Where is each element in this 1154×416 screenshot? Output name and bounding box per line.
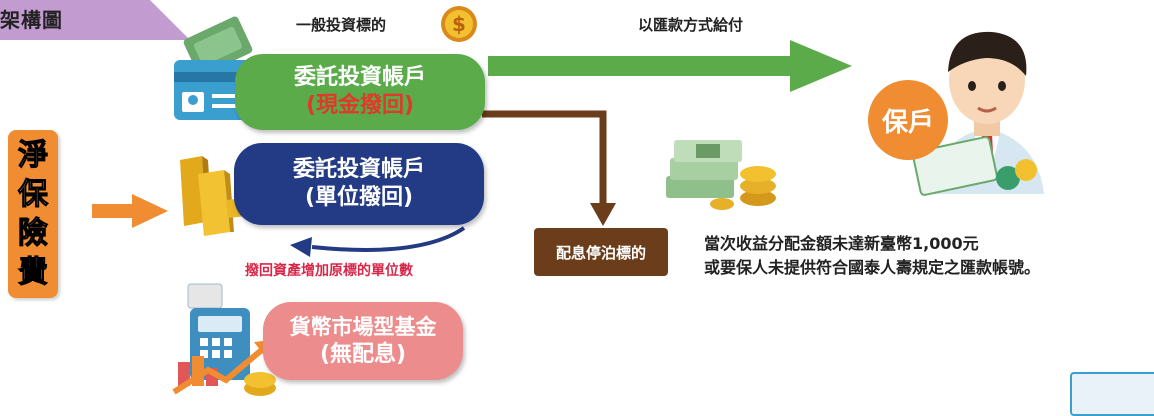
parking-target-label: 配息停泊標的 — [555, 243, 646, 262]
orange-arrow — [92, 194, 168, 228]
brown-arrow — [482, 110, 607, 205]
cash-account-subtitle: (現金撥回) — [305, 93, 415, 118]
notice-text: 當次收益分配金額未達新臺幣1,000元 或要保人未提供符合國泰人壽規定之匯款帳號… — [704, 232, 1040, 280]
money-stack-icon — [666, 140, 776, 210]
money-market-title: 貨幣市場型基金 — [289, 315, 437, 339]
notice-line-1: 當次收益分配金額未達新臺幣1,000元 — [704, 234, 979, 253]
notice-line-2: 或要保人未提供符合國泰人壽規定之匯款帳號。 — [704, 258, 1041, 277]
net-premium-char-3: 險 — [18, 215, 49, 251]
businessman-icon — [912, 31, 1044, 196]
flow-arrows — [92, 40, 852, 257]
cash-card-icon — [174, 16, 254, 120]
corner-decoration — [1070, 372, 1154, 416]
net-premium-char-4: 費 — [18, 254, 49, 290]
policyholder-label: 保戶 — [881, 107, 934, 138]
svg-text:$: $ — [452, 12, 466, 36]
policyholder-badge: 保戶 — [868, 80, 948, 160]
calculator-chart-icon — [172, 283, 276, 396]
curved-return-arrow — [311, 226, 466, 252]
parking-target-box: 配息停泊標的 — [534, 228, 668, 276]
cash-payout-account: 委託投資帳戶 (現金撥回) — [235, 54, 485, 130]
unit-account-title: 委託投資帳戶 — [292, 157, 425, 182]
unit-account-subtitle: (單位撥回) — [304, 185, 414, 210]
reinvest-note: 撥回資產增加原標的單位數 — [245, 263, 413, 279]
remit-payment-label: 以匯款方式給付 — [638, 16, 744, 34]
general-target-label: 一般投資標的 — [296, 16, 387, 34]
cash-account-title: 委託投資帳戶 — [293, 65, 426, 90]
net-premium-char-1: 淨 — [18, 137, 49, 173]
coin-icon: $ — [441, 6, 477, 42]
unit-payout-account: 委託投資帳戶 (單位撥回) — [234, 143, 484, 225]
green-arrow — [488, 40, 852, 92]
net-premium-char-2: 保 — [18, 176, 49, 212]
page-title: 架構圖 — [0, 8, 63, 32]
money-market-fund: 貨幣市場型基金 (無配息) — [263, 302, 463, 380]
net-premium-box: 淨 保 險 費 — [8, 130, 58, 298]
money-market-subtitle: (無配息) — [319, 342, 407, 367]
